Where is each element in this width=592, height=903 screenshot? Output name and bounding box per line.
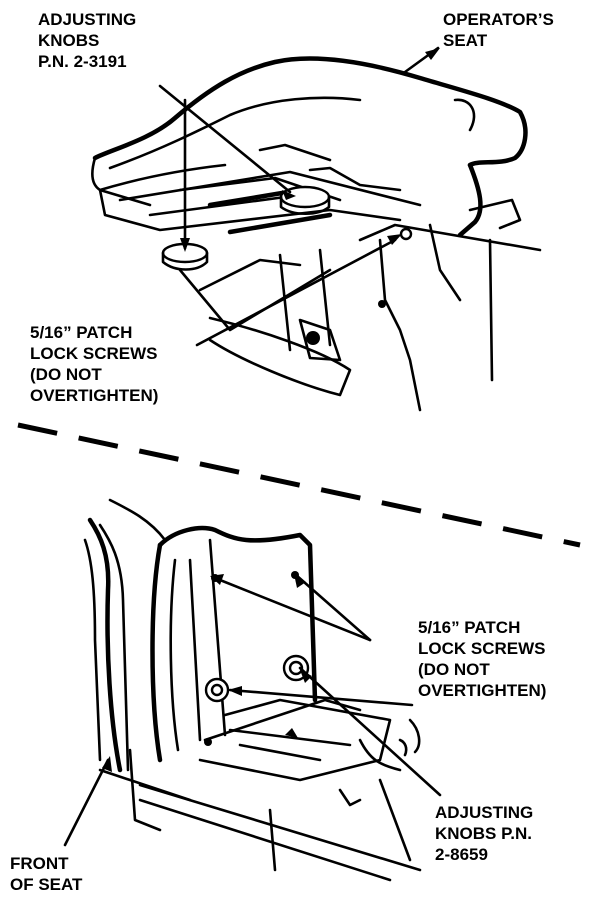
- bottom-patch-lock-screws-label: 5/16” PATCH LOCK SCREWS (DO NOT OVERTIGH…: [418, 618, 547, 700]
- top-adjusting-knobs-label: ADJUSTING KNOBS P.N. 2-3191: [38, 10, 137, 71]
- view-divider: [17, 422, 581, 548]
- bottom-seat-assembly: [83, 498, 422, 882]
- top-seat-assembly: [90, 56, 542, 412]
- bottom-adjusting-knobs-label: ADJUSTING KNOBS P.N. 2-8659: [435, 803, 534, 864]
- arrowheads: [102, 48, 440, 772]
- front-of-seat-label: FRONT OF SEAT: [10, 854, 83, 894]
- top-patch-lock-screws-label: 5/16” PATCH LOCK SCREWS (DO NOT OVERTIGH…: [30, 323, 159, 405]
- bottom-leaders: [63, 573, 442, 847]
- operators-seat-label: OPERATOR’S SEAT: [443, 10, 554, 50]
